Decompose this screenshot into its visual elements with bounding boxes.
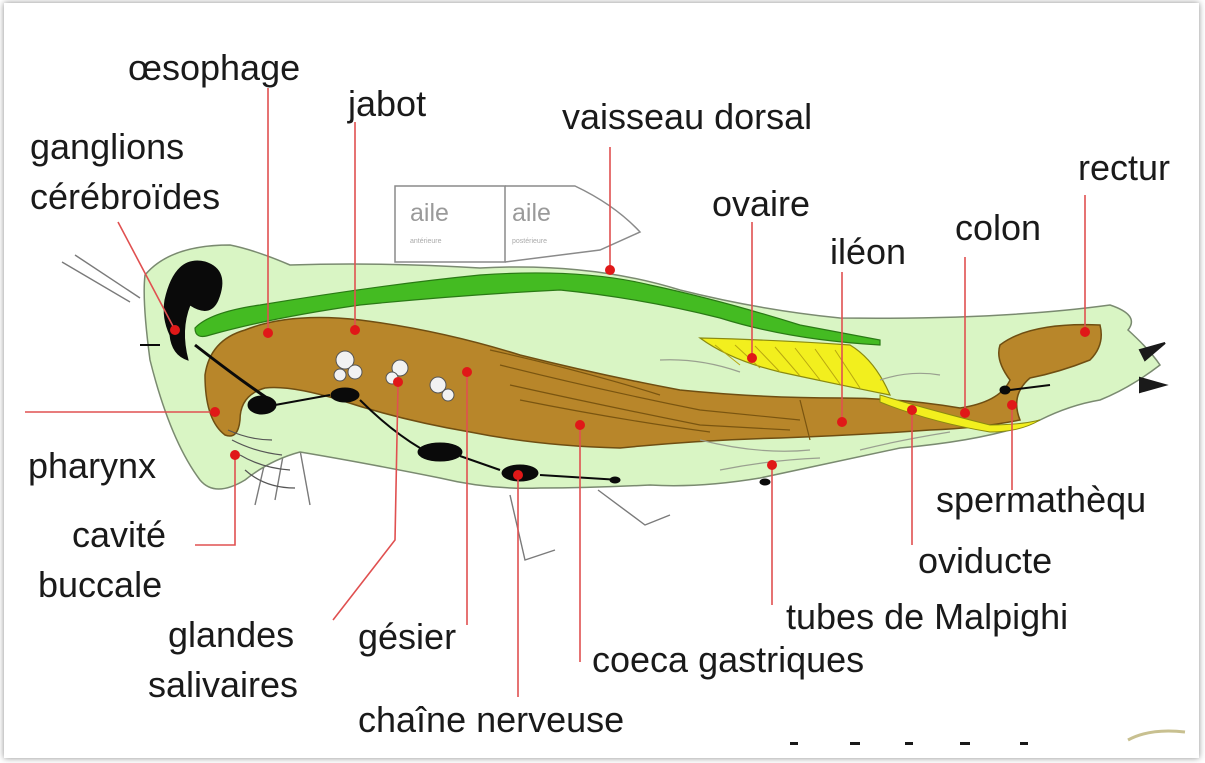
label-coeca-gastriques: coeca gastriques [592,640,864,680]
bottom-marks [790,742,1028,745]
wing-sublabel-anterior: antérieure [410,238,442,246]
label-oesophage: œsophage [128,48,300,88]
label-colon: colon [955,208,1041,248]
label-ovaire: ovaire [712,184,810,224]
wing-label-posterior: aile [512,200,551,226]
label-ganglions: ganglions [30,127,184,167]
wing-sublabel-posterior: postérieure [512,238,547,246]
label-oviducte: oviducte [918,541,1052,581]
corner-sketch [1128,731,1185,740]
label-cavite: cavité [72,515,166,555]
label-pharynx: pharynx [28,446,156,486]
label-ileon: iléon [830,232,906,272]
label-glandes: glandes [168,615,294,655]
label-gesier: gésier [358,617,456,657]
label-salivaires: salivaires [148,665,298,705]
label-chaine-nerveuse: chaîne nerveuse [358,700,624,740]
label-jabot: jabot [348,84,426,124]
label-tubes-malpighi: tubes de Malpighi [786,597,1068,637]
label-vaisseau-dorsal: vaisseau dorsal [562,97,812,137]
wing-label-anterior: aile [410,200,449,226]
label-buccale: buccale [38,565,162,605]
label-spermatheque: spermathèqu [936,480,1146,520]
label-rectum: rectur [1078,148,1170,188]
label-cerebroides: cérébroïdes [30,177,220,217]
